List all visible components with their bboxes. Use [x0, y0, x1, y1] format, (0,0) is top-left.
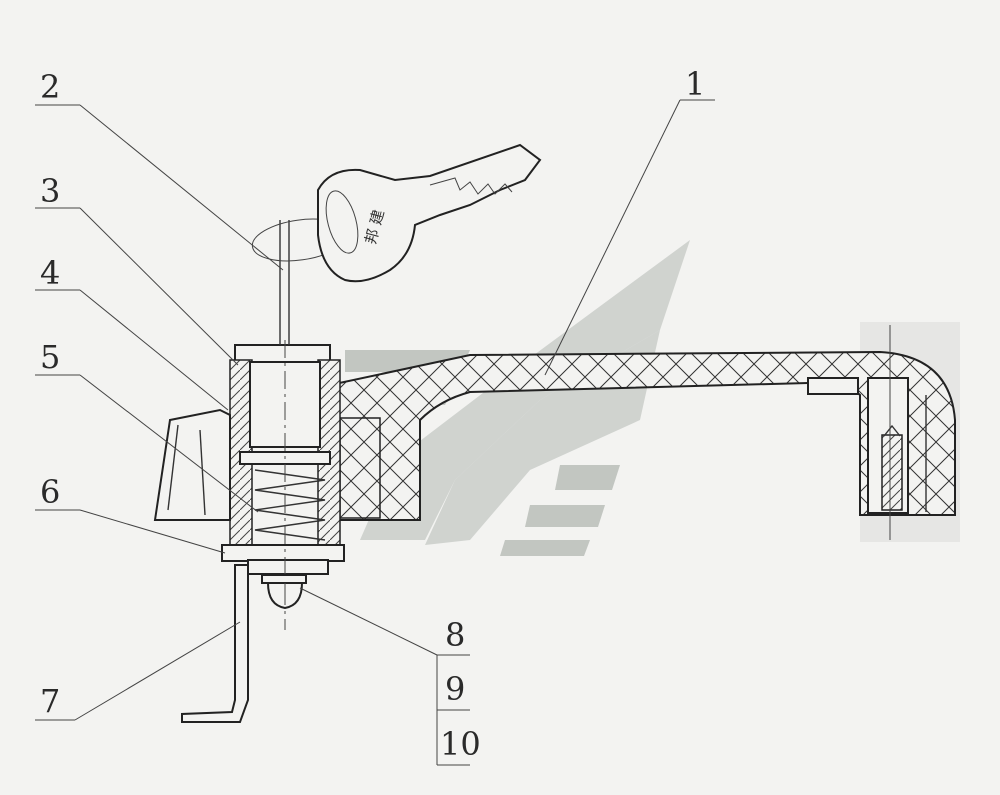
callout-9: 9: [445, 670, 465, 708]
callout-6: 6: [40, 473, 60, 511]
callout-5: 5: [40, 338, 60, 376]
key-assembly: 邦 建: [251, 143, 542, 345]
callout-8: 8: [445, 616, 465, 654]
callout-3: 3: [40, 172, 60, 210]
lock-body: [153, 340, 345, 630]
callout-2: 2: [40, 68, 60, 106]
callout-labels: 1 2 3 4 5 6 7 8 9 10: [40, 65, 705, 763]
handle-part-1: [329, 325, 956, 540]
spring-part-5: [254, 469, 326, 541]
bracket-part-7: [181, 564, 249, 723]
callout-4: 4: [40, 254, 60, 292]
screw-assembly: [261, 574, 307, 610]
callout-10: 10: [440, 725, 481, 763]
callout-7: 7: [40, 682, 60, 720]
leader-lines: [35, 99, 715, 766]
callout-1: 1: [685, 65, 705, 103]
